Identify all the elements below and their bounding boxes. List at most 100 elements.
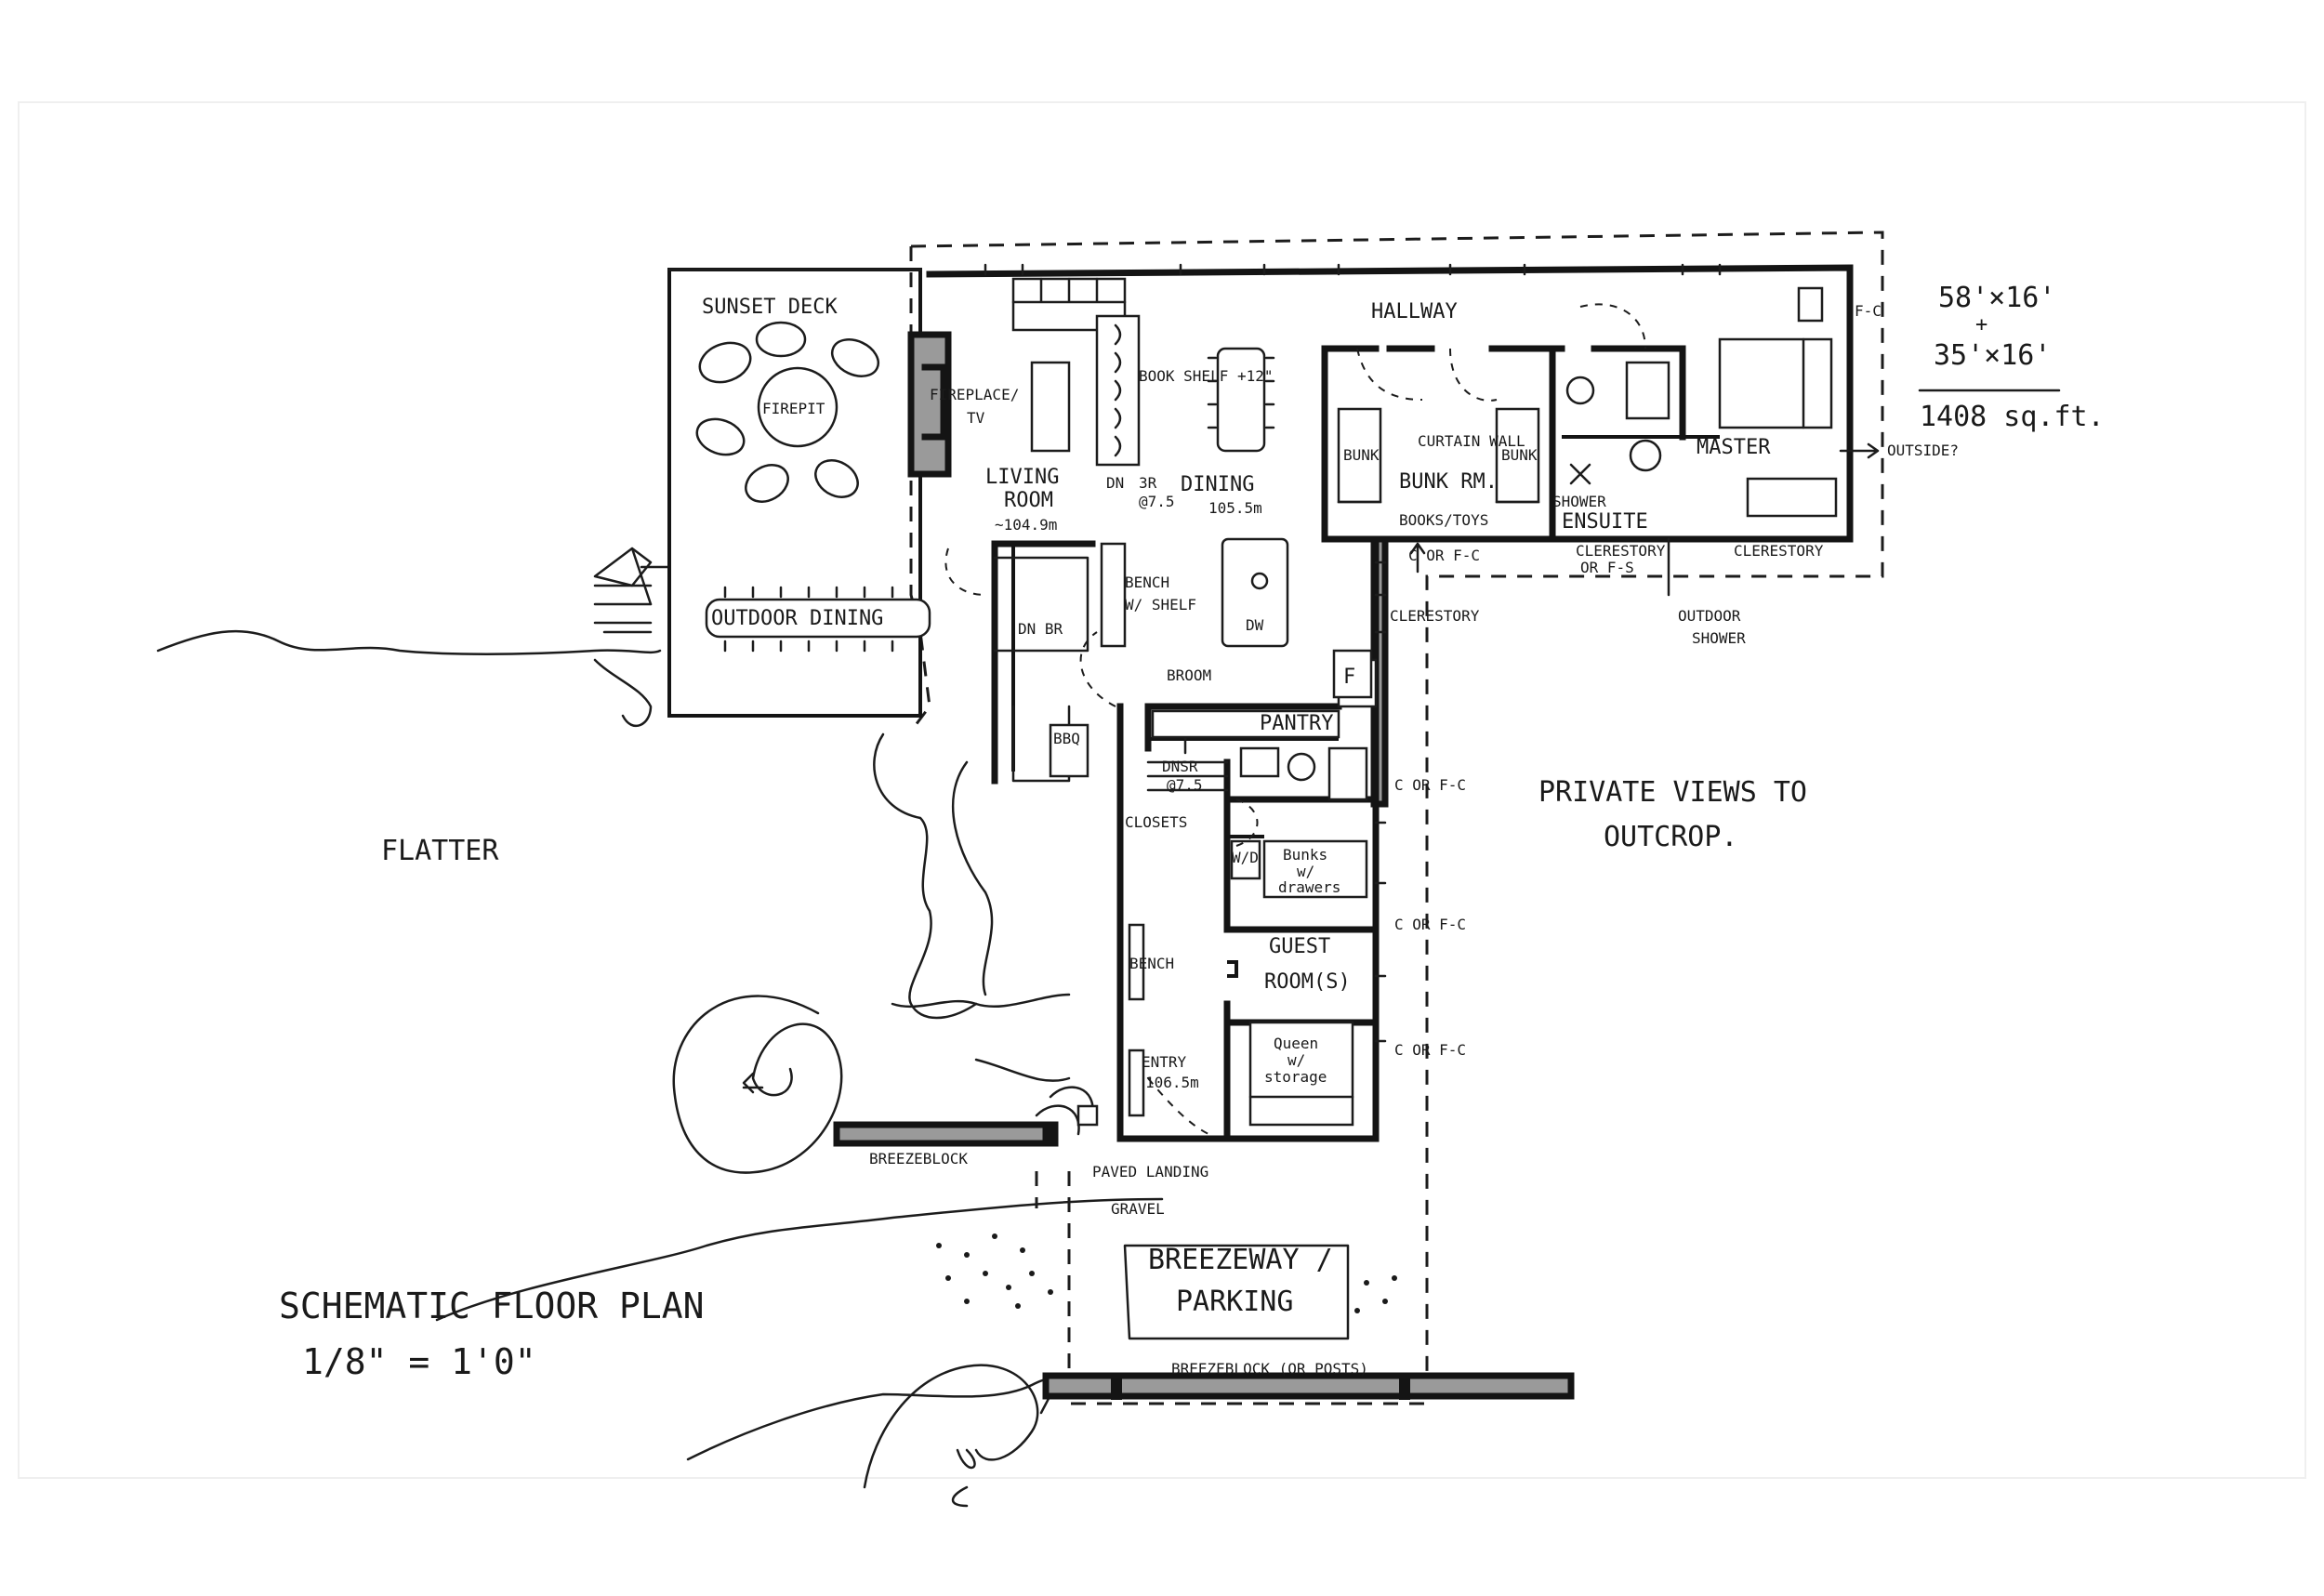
washer-icon: [1230, 839, 1261, 880]
label-entry-area: 106.5m: [1145, 1074, 1199, 1091]
toilet-icon: [1565, 376, 1595, 405]
site-contours: [156, 547, 1164, 1508]
bunk-bed-icon: [1337, 407, 1382, 504]
label-wd: W/D: [1232, 849, 1259, 866]
label-c-or-fc-3: C OR F-C: [1394, 1041, 1466, 1059]
label-curtain-wall: CURTAIN WALL: [1418, 432, 1525, 450]
bench-icon: [1128, 923, 1145, 1001]
house-walls: [907, 264, 1854, 1142]
label-firepit: FIREPIT: [762, 400, 825, 417]
label-living-2: ROOM: [1004, 489, 1053, 512]
label-private-views: PRIVATE VIEWS TO: [1538, 776, 1807, 809]
label-outside: OUTSIDE?: [1887, 442, 1959, 459]
label-gravel: GRAVEL: [1111, 1200, 1165, 1218]
sunset-deck: [667, 268, 931, 718]
label-guest-room: GUEST: [1269, 935, 1330, 958]
dresser-icon: [1746, 477, 1838, 518]
label-clerestory-master: CLERESTORY: [1734, 542, 1824, 560]
label-step-2: @7.5: [1139, 493, 1175, 510]
label-living-area: ~104.9m: [995, 516, 1057, 534]
chair-icon: [695, 417, 746, 456]
arrow-icon: [1409, 542, 1426, 574]
label-private-views-2: OUTCROP.: [1604, 821, 1738, 853]
windows: [984, 263, 1722, 1043]
plan-scale: 1/8" = 1'0": [302, 1341, 536, 1382]
shower-icon: [1629, 439, 1662, 472]
breezeblock-walls: [833, 1121, 1575, 1400]
label-pantry: PANTRY: [1260, 712, 1333, 735]
label-dn: DN: [1106, 474, 1124, 492]
toilet-icon: [1287, 752, 1316, 782]
labels: SUNSET DECK FIREPIT FIREPLACE/ TV LIVING…: [279, 282, 2105, 1382]
label-paved-landing: PAVED LANDING: [1092, 1163, 1208, 1181]
label-dn-br: DN BR: [1018, 620, 1063, 638]
label-flatter: FLATTER: [381, 835, 499, 867]
label-closets: CLOSETS: [1125, 813, 1187, 831]
bench-icon: [1100, 542, 1127, 648]
label-entry: ENTRY: [1142, 1053, 1187, 1071]
label-bench: BENCH: [1129, 955, 1174, 972]
label-c-or-fc-2: C OR F-C: [1394, 916, 1466, 933]
chair-icon: [755, 321, 807, 358]
label-fireplace: FIREPLACE/: [930, 386, 1019, 403]
label-queen-3: storage: [1264, 1068, 1327, 1086]
fridge-icon: [1332, 649, 1373, 699]
plan-title: SCHEMATIC FLOOR PLAN: [279, 1286, 705, 1326]
label-breezeblock-left: BREEZEBLOCK: [869, 1150, 968, 1167]
label-outdoor-shower-2: SHOWER: [1692, 629, 1746, 647]
label-bench-shelf: BENCH: [1125, 574, 1169, 591]
gravel-dots: [936, 1233, 1397, 1313]
kitchen-island-icon: [1221, 537, 1289, 648]
label-breezeblock-bottom: BREEZEBLOCK (OR POSTS): [1171, 1360, 1368, 1378]
label-outdoor-dining: OUTDOOR DINING: [711, 607, 883, 630]
label-bunk-left: BUNK: [1343, 446, 1380, 464]
bunk-bed-icon: [1495, 407, 1540, 504]
label-dining-area: 105.5m: [1208, 499, 1262, 517]
label-clerestory-corridor: CLERESTORY: [1390, 607, 1480, 625]
label-dining: DINING: [1181, 473, 1254, 496]
label-bunks-drawers-2: w/: [1297, 863, 1314, 880]
roof-outline: [909, 231, 1884, 1405]
vanity-icon: [1625, 361, 1670, 420]
label-dn-stair-2: @7.5: [1167, 776, 1203, 794]
label-bunk-right: BUNK: [1501, 446, 1538, 464]
label-bunks-drawers-3: drawers: [1278, 878, 1340, 896]
label-hallway: HALLWAY: [1371, 300, 1458, 323]
label-dn-stair: DNSR: [1162, 758, 1198, 775]
sink-icon: [1239, 746, 1280, 778]
label-shower: SHOWER: [1552, 493, 1606, 510]
label-f: F: [1343, 666, 1355, 689]
chair-icon: [814, 459, 859, 498]
label-c-or-fc-1: C OR F-C: [1394, 776, 1466, 794]
chair-icon: [745, 464, 789, 503]
bench-icon: [1128, 1049, 1145, 1117]
label-fc-top: F-C: [1855, 302, 1882, 320]
label-books-toys: BOOKS/TOYS: [1399, 511, 1488, 529]
chair-icon: [1797, 286, 1824, 323]
breezeblock-left-icon: [833, 1121, 1054, 1147]
label-bunks-drawers: Bunks: [1283, 846, 1327, 864]
coffee-table-icon: [1030, 361, 1071, 453]
step-icon: [1076, 1104, 1099, 1127]
post-icon: [1111, 1374, 1122, 1400]
label-outdoor-shower: OUTDOOR: [1678, 607, 1741, 625]
label-step: 3R: [1139, 474, 1157, 492]
bookshelf-icon: [1095, 314, 1141, 467]
label-breezeway: BREEZEWAY /: [1148, 1244, 1333, 1276]
area-total: 1408 sq.ft.: [1920, 401, 2105, 433]
label-queen: Queen: [1274, 1035, 1318, 1052]
label-broom: BROOM: [1167, 666, 1211, 684]
label-living: LIVING: [985, 466, 1059, 489]
label-bunk-room: BUNK RM.: [1399, 470, 1498, 494]
pantry-icon: [1151, 709, 1340, 739]
dining-table-icon: [1216, 347, 1266, 453]
bbq-icon: [1049, 723, 1089, 778]
firepit-icon: [757, 366, 838, 448]
outdoor-dining-table-icon: [705, 598, 931, 639]
queen-bed-icon: [1248, 1021, 1354, 1127]
paper-edge: [18, 101, 2306, 1479]
label-dw: DW: [1246, 616, 1264, 634]
area-line-1: 58'×16': [1938, 282, 2055, 314]
area-line-2: 35'×16': [1934, 339, 2051, 372]
